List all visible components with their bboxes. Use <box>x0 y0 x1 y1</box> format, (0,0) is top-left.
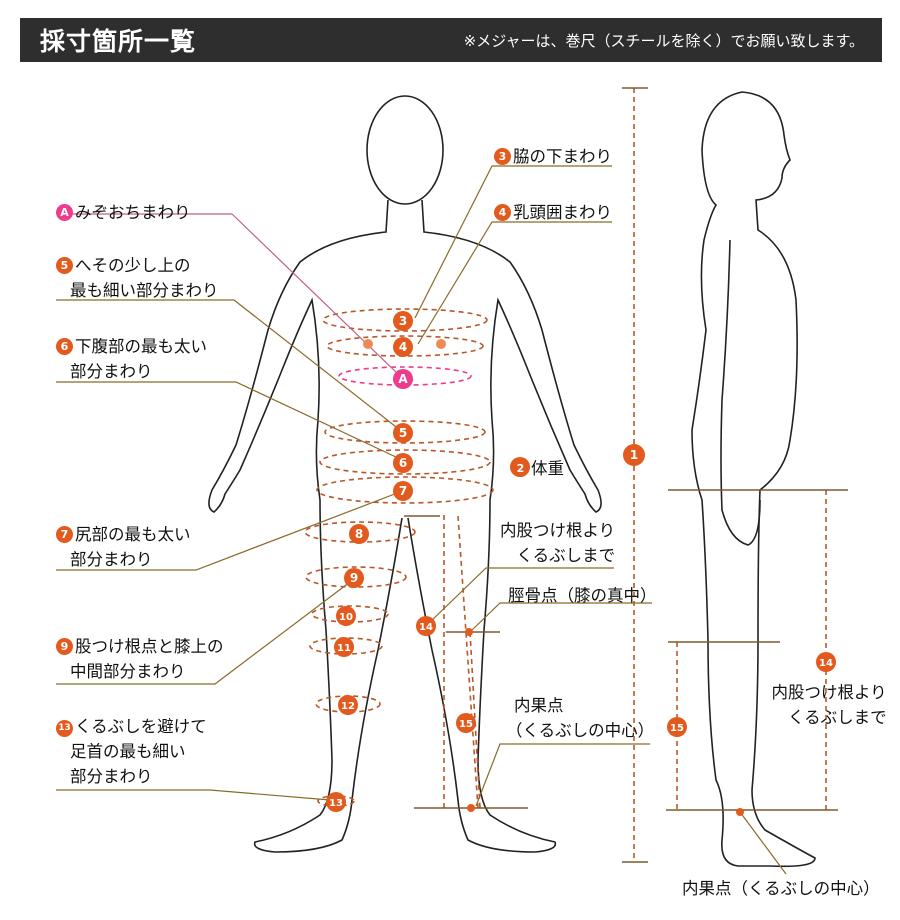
svg-text:4: 4 <box>399 340 407 354</box>
badge-15-front: 15 <box>456 713 476 733</box>
svg-text:5: 5 <box>399 426 407 440</box>
badge-10: 10 <box>336 606 356 626</box>
badge-icon-4: 4 <box>494 204 511 221</box>
badge-15-side: 15 <box>667 717 687 737</box>
svg-text:14: 14 <box>419 622 433 633</box>
badge-4: 4 <box>393 337 413 357</box>
svg-text:3: 3 <box>399 314 407 328</box>
badge-8: 8 <box>349 524 369 544</box>
badge-11: 11 <box>334 637 354 657</box>
label-knee: 脛骨点（膝の真中） <box>508 586 657 605</box>
svg-text:7: 7 <box>399 484 407 498</box>
svg-text:6: 6 <box>399 456 407 470</box>
badge-13: 13 <box>326 792 346 812</box>
badge-icon-13: 13 <box>56 720 73 737</box>
badge-3: 3 <box>393 311 413 331</box>
svg-text:15: 15 <box>459 719 473 730</box>
badge-icon-2: 2 <box>512 460 529 477</box>
header-note: ※メジャーは、巻尺（スチールを除く）でお願い致します。 <box>463 31 864 50</box>
svg-text:12: 12 <box>341 701 355 712</box>
badge-5: 5 <box>393 423 413 443</box>
badge-icon-9: 9 <box>56 638 73 655</box>
svg-text:13: 13 <box>329 798 343 809</box>
badge-icon-3: 3 <box>494 148 511 165</box>
svg-text:9: 9 <box>350 571 358 585</box>
side-body-figure <box>691 91 816 868</box>
svg-text:A: A <box>398 372 408 386</box>
badge-1: 1 <box>623 444 645 466</box>
measurement-rings <box>304 88 827 862</box>
badge-14-front: 14 <box>416 616 436 636</box>
svg-text:10: 10 <box>339 612 353 623</box>
badge-icon-6: 6 <box>56 338 73 355</box>
page-title: 採寸箇所一覧 <box>40 27 197 56</box>
label-inseam-side: 内股つけ根より くるぶしまで <box>771 683 887 727</box>
svg-text:15: 15 <box>670 723 684 734</box>
svg-text:11: 11 <box>337 643 351 654</box>
label-ankle-side: 内果点（くるぶしの中心） <box>682 879 880 898</box>
badge-9: 9 <box>344 568 364 588</box>
marker-dots <box>363 339 744 816</box>
badge-7: 7 <box>393 481 413 501</box>
badge-6: 6 <box>393 453 413 473</box>
label-ankle-front: 内果点 （くるぶしの中心） <box>506 696 655 740</box>
header-bar: 採寸箇所一覧 ※メジャーは、巻尺（スチールを除く）でお願い致します。 <box>20 18 882 62</box>
svg-text:14: 14 <box>819 658 833 669</box>
label-inseam-front: 内股つけ根より くるぶしまで <box>500 521 616 565</box>
badge-icon-5: 5 <box>56 257 73 274</box>
badge-icon-7: 7 <box>56 526 73 543</box>
badge-icon-a: A <box>56 204 73 221</box>
front-body-figure <box>208 95 602 853</box>
svg-text:8: 8 <box>355 527 363 541</box>
badge-12: 12 <box>338 695 358 715</box>
badge-14-side: 14 <box>816 652 836 672</box>
svg-text:1: 1 <box>630 448 638 462</box>
badge-a: A <box>393 369 413 389</box>
reference-lines <box>404 87 848 863</box>
